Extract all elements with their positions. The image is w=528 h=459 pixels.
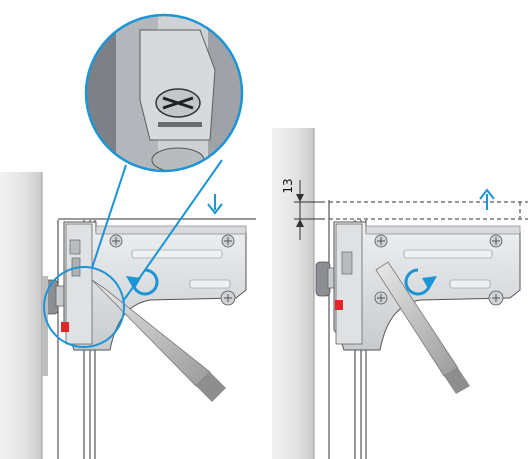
arrow-down-icon (207, 194, 223, 215)
screwdriver-icon (91, 279, 226, 402)
arrow-up-icon (479, 188, 495, 210)
screw-icon (488, 290, 504, 306)
screw-icon (220, 290, 236, 306)
rotate-counterclockwise-icon (404, 268, 437, 296)
left-wall (0, 172, 42, 459)
left-red-release-button (61, 322, 69, 332)
screw-icon (374, 291, 388, 305)
screw-icon (221, 234, 235, 248)
right-wall (272, 128, 314, 459)
dimension-marker: 13 (281, 178, 325, 240)
detail-circle (43, 266, 125, 348)
right-assembly: 13 (272, 128, 528, 459)
screwdriver-icon (375, 261, 470, 394)
zoom-detail-view (84, 13, 244, 173)
dimension-label: 13 (281, 178, 295, 193)
screw-icon (489, 234, 503, 248)
screw-icon (109, 234, 123, 248)
screw-icon (374, 234, 388, 248)
right-red-release-button (335, 300, 343, 310)
left-assembly (0, 13, 256, 459)
